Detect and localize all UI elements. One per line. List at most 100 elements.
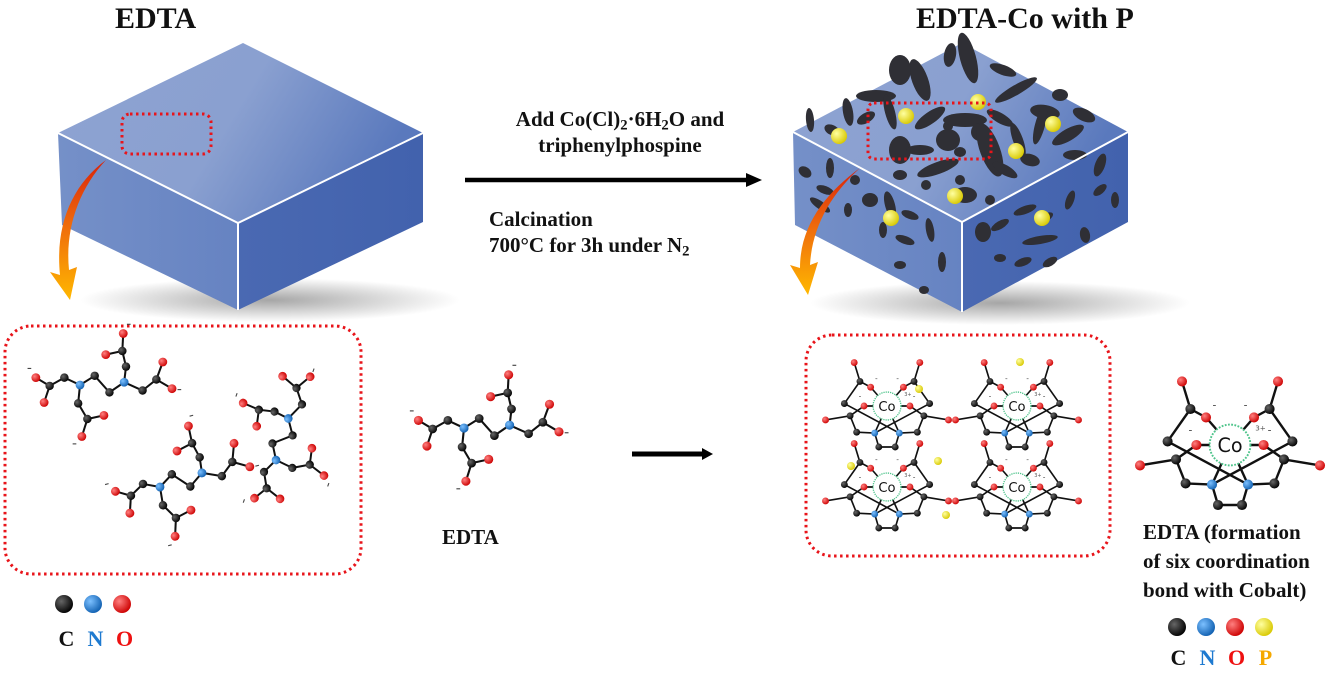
nitrogen-atom (1242, 479, 1254, 490)
carbon-atom (1056, 400, 1064, 407)
oxygen-atom (1046, 440, 1054, 447)
bond (874, 483, 931, 515)
oxygen-atom (250, 493, 259, 503)
carbon-atom (983, 428, 991, 436)
pore (906, 145, 934, 155)
edta-molecule-label: EDTA (442, 525, 499, 549)
conversion-arrow (632, 448, 713, 460)
carbon-atom (262, 484, 271, 493)
carbon-atom (138, 479, 148, 489)
phosphorus-particle (915, 385, 923, 393)
phosphorus-particle (934, 457, 942, 465)
subscript: 2 (682, 243, 690, 260)
bond (973, 461, 991, 486)
nitrogen-atom (1025, 429, 1033, 437)
block-shadow (810, 281, 1190, 325)
carbon-atom (126, 491, 136, 500)
negative-charge-mark: - (913, 391, 916, 400)
reagent-text: O and (668, 107, 725, 131)
negative-charge-mark: - (989, 391, 992, 400)
carbon-atom (83, 414, 92, 424)
bond (923, 496, 949, 502)
bond (1004, 483, 1061, 515)
carbon-atom (292, 383, 301, 393)
pore (985, 195, 995, 205)
carbon-atom (913, 509, 921, 517)
nitrogen-atom (895, 429, 903, 437)
oxygen-atom (172, 446, 182, 456)
negative-charge-mark: - (896, 374, 899, 383)
pore (955, 175, 965, 185)
carbon-atom (171, 513, 181, 523)
oxygen-atom (504, 370, 514, 380)
carbon-atom (856, 458, 864, 466)
pore (816, 185, 834, 195)
carbon-atom (875, 443, 883, 451)
edta-co-complex: Co3+---- (1134, 376, 1326, 511)
pore (1032, 105, 1048, 145)
legend-label-c: C (58, 626, 75, 651)
oxygen-atom (278, 371, 287, 381)
carbon-atom (1264, 403, 1275, 415)
carbon-atom (1050, 412, 1058, 420)
negative-charge-mark: - (1026, 374, 1029, 383)
carbon-atom (913, 428, 921, 436)
oxygen-atom (422, 441, 432, 451)
carbon-atom (983, 509, 991, 517)
caption-line: of six coordination (1143, 549, 1310, 573)
highlight-region (120, 112, 213, 156)
pore (1079, 227, 1091, 243)
bond (825, 415, 851, 421)
phosphorus-particle (947, 188, 963, 204)
carbon-atom (926, 400, 934, 407)
oxygen-atom (461, 476, 471, 486)
bond (1004, 402, 1061, 434)
carbon-atom (187, 438, 197, 448)
carbon-atom (158, 501, 168, 510)
oxygen-atom-legend-swatch (1226, 618, 1244, 636)
legend-label-p: P (1258, 645, 1273, 670)
carbon-atom (152, 375, 161, 384)
oxygen-atom (1029, 383, 1037, 391)
phosphorus-particles (831, 94, 1061, 226)
carbon-atom (443, 416, 453, 425)
zoom-in-curved-arrow-icon (790, 168, 860, 295)
block-side-face (238, 133, 423, 310)
oxygen-atom (1134, 460, 1146, 471)
edta-title: EDTA (115, 2, 197, 35)
highlight-region (866, 101, 993, 161)
carbon-atom (970, 400, 978, 407)
bond (973, 402, 1030, 434)
bond (973, 380, 991, 405)
oxygen-atom (916, 440, 924, 447)
oxygen-atom (554, 427, 564, 437)
carbon-atom-legend-swatch (1168, 618, 1186, 636)
edta-molecules-panel (3, 324, 363, 576)
phosphorus-particle (942, 511, 950, 519)
subscript: 2 (620, 117, 628, 134)
oxygen-atom (906, 483, 914, 491)
oxygen-atom (980, 359, 988, 366)
carbon-atom (138, 386, 147, 395)
oxygen-atom (990, 402, 998, 410)
condition-step: Calcination (489, 207, 593, 231)
pore (919, 286, 929, 294)
bond (1283, 458, 1321, 467)
carbon-atom (228, 457, 237, 467)
pore (844, 203, 852, 217)
negative-charge-mark: - (859, 391, 862, 400)
carbon-atom (60, 373, 69, 382)
carbon-pores (798, 32, 1119, 294)
carbon-atom (503, 388, 513, 398)
oxygen-atom (1191, 439, 1202, 451)
pore (957, 32, 979, 84)
oxygen-atom (125, 508, 135, 518)
oxygen-atom (899, 464, 907, 472)
cobalt-label: Co (878, 400, 895, 415)
bond (1139, 458, 1177, 467)
oxygen-atom (484, 454, 494, 464)
negative-charge-mark: - (1244, 399, 1248, 411)
bond (1268, 408, 1294, 443)
carbon-atom (1278, 454, 1290, 465)
